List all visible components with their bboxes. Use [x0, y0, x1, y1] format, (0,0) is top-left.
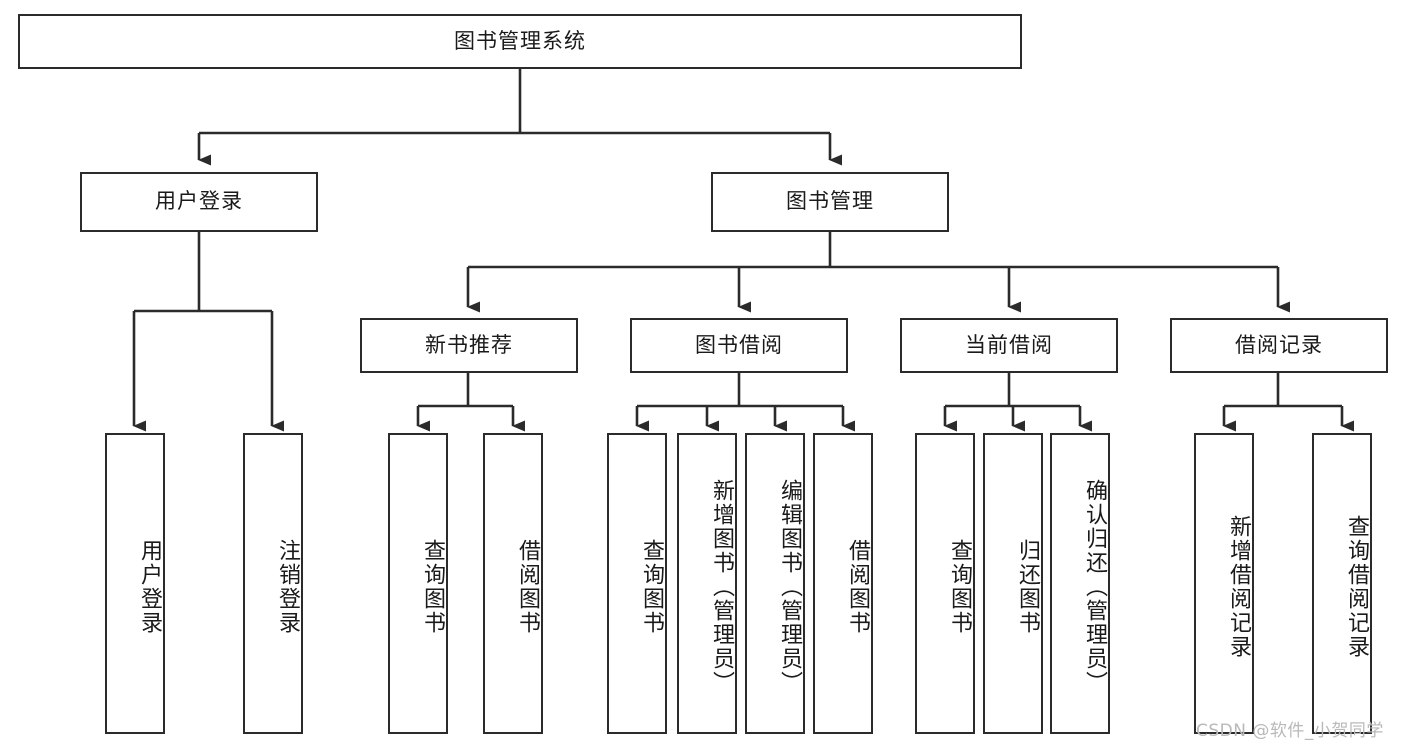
node-label: 查询图书 — [420, 538, 445, 635]
node-label: 新书推荐 — [425, 332, 513, 357]
node-label: 图书管理 — [786, 189, 874, 214]
node-new-book-recommend[interactable]: 新书推荐 — [360, 318, 578, 373]
leaf-add-book-admin[interactable]: 新增图书（管理员） — [677, 433, 737, 734]
node-book-borrow[interactable]: 图书借阅 — [630, 318, 848, 373]
node-label: 用户登录 — [137, 538, 162, 635]
leaf-edit-book-admin[interactable]: 编辑图书（管理员） — [745, 433, 805, 734]
leaf-query-book[interactable]: 查询图书 — [607, 433, 667, 734]
node-label: 编辑图书（管理员） — [777, 478, 802, 695]
node-borrow-records[interactable]: 借阅记录 — [1170, 318, 1388, 373]
node-label: 借阅图书 — [515, 538, 540, 635]
node-label: 图书借阅 — [695, 332, 783, 357]
node-label: 确认归还（管理员） — [1082, 478, 1107, 695]
node-current-borrow[interactable]: 当前借阅 — [900, 318, 1118, 373]
leaf-query-book-current[interactable]: 查询图书 — [915, 433, 975, 734]
node-label: 图书管理系统 — [454, 28, 586, 53]
node-user-login[interactable]: 用户登录 — [80, 172, 318, 232]
leaf-borrow-book[interactable]: 借阅图书 — [813, 433, 873, 734]
node-label: 查询借阅记录 — [1344, 514, 1369, 659]
node-label: 查询图书 — [639, 538, 664, 635]
node-root-book-management-system[interactable]: 图书管理系统 — [18, 14, 1022, 69]
leaf-return-book[interactable]: 归还图书 — [983, 433, 1043, 734]
node-label: 注销登录 — [275, 538, 300, 635]
leaf-logout[interactable]: 注销登录 — [243, 433, 303, 734]
node-label: 归还图书 — [1015, 538, 1040, 635]
leaf-user-login[interactable]: 用户登录 — [105, 433, 165, 734]
node-book-management[interactable]: 图书管理 — [711, 172, 949, 232]
node-label: 借阅记录 — [1235, 332, 1323, 357]
leaf-query-borrow-record[interactable]: 查询借阅记录 — [1312, 433, 1372, 734]
node-label: 查询图书 — [947, 538, 972, 635]
leaf-borrow-book-recommend[interactable]: 借阅图书 — [483, 433, 543, 734]
leaf-confirm-return-admin[interactable]: 确认归还（管理员） — [1050, 433, 1110, 734]
node-label: 用户登录 — [155, 189, 243, 214]
leaf-query-book-recommend[interactable]: 查询图书 — [388, 433, 448, 734]
node-label: 借阅图书 — [845, 538, 870, 635]
node-label: 当前借阅 — [965, 332, 1053, 357]
node-label: 新增借阅记录 — [1226, 514, 1251, 659]
node-label: 新增图书（管理员） — [709, 478, 734, 695]
leaf-add-borrow-record[interactable]: 新增借阅记录 — [1194, 433, 1254, 734]
